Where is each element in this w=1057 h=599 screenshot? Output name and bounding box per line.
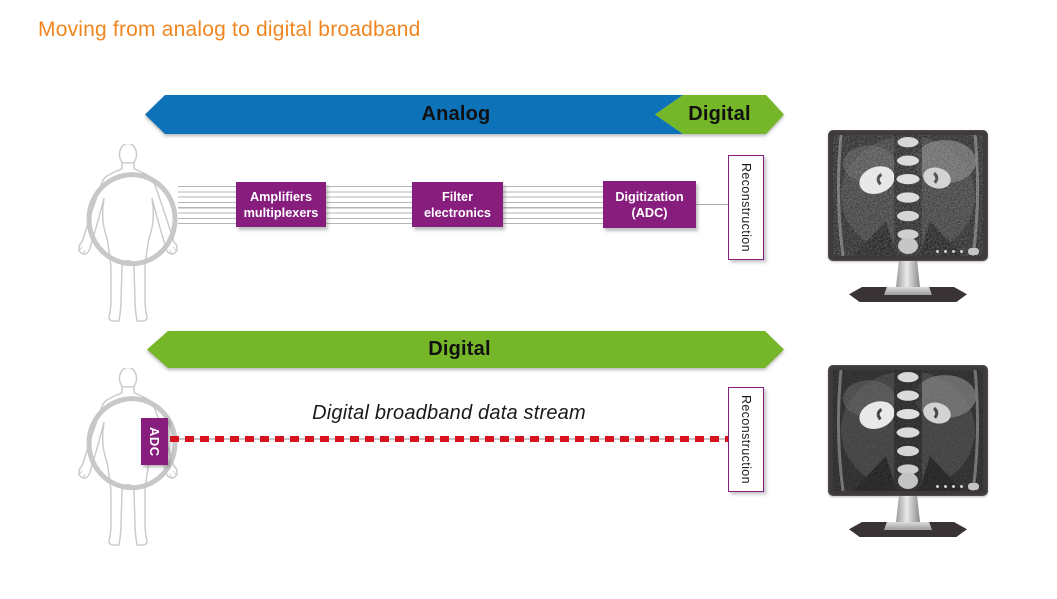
reconstruction-label: Reconstruction — [739, 395, 753, 484]
analog-banner-segment — [145, 95, 683, 134]
digitized-signal-line — [695, 203, 728, 205]
box-label-line: Amplifiers — [249, 189, 313, 204]
analog-digital-banner: Digital Analog — [145, 95, 784, 134]
mri-image — [833, 370, 983, 491]
monitor-stand-base — [849, 522, 967, 537]
monitor-indicator-dots — [936, 483, 979, 490]
adc-box: ADC — [141, 418, 168, 465]
adc-label: ADC — [147, 426, 162, 457]
digital-banner-label: Digital — [688, 103, 751, 125]
stream-caption: Digital broadband data stream — [312, 402, 586, 424]
monitor-frame — [828, 130, 988, 261]
amplifiers-multiplexers-box: Amplifiers multiplexers — [236, 182, 326, 227]
digital-banner-segment: Digital — [147, 331, 784, 368]
reconstruction-box: Reconstruction — [728, 387, 764, 492]
reconstruction-box: Reconstruction — [728, 155, 764, 260]
power-button-icon — [968, 483, 979, 490]
box-label-line: Digitization — [615, 189, 684, 204]
mri-monitor-icon — [828, 130, 988, 302]
coil-ring-icon — [79, 144, 177, 321]
box-label-line: multiplexers — [243, 205, 319, 220]
mri-image — [833, 135, 983, 256]
page-title: Moving from analog to digital broadband — [38, 18, 421, 41]
box-label-line: electronics — [424, 205, 491, 220]
digital-banner-label: Digital — [428, 338, 491, 360]
filter-electronics-box: Filter electronics — [412, 182, 503, 227]
digitization-adc-box: Digitization (ADC) — [603, 181, 696, 228]
monitor-indicator-dots — [936, 248, 979, 255]
monitor-stand-base — [849, 287, 967, 302]
box-label-line: Filter — [441, 189, 474, 204]
digital-banner-segment: Digital — [655, 95, 784, 134]
monitor-frame — [828, 365, 988, 496]
dashed-stream-line — [170, 436, 728, 442]
analog-banner-label: Analog — [421, 103, 491, 125]
power-button-icon — [968, 248, 979, 255]
monitor-stand-neck — [896, 261, 920, 287]
patient-figure-icon — [76, 144, 180, 322]
reconstruction-label: Reconstruction — [739, 163, 753, 252]
digital-banner: Digital — [147, 331, 784, 368]
monitor-stand-neck — [896, 496, 920, 522]
box-label-line: (ADC) — [631, 205, 668, 220]
mri-monitor-icon — [828, 365, 988, 537]
